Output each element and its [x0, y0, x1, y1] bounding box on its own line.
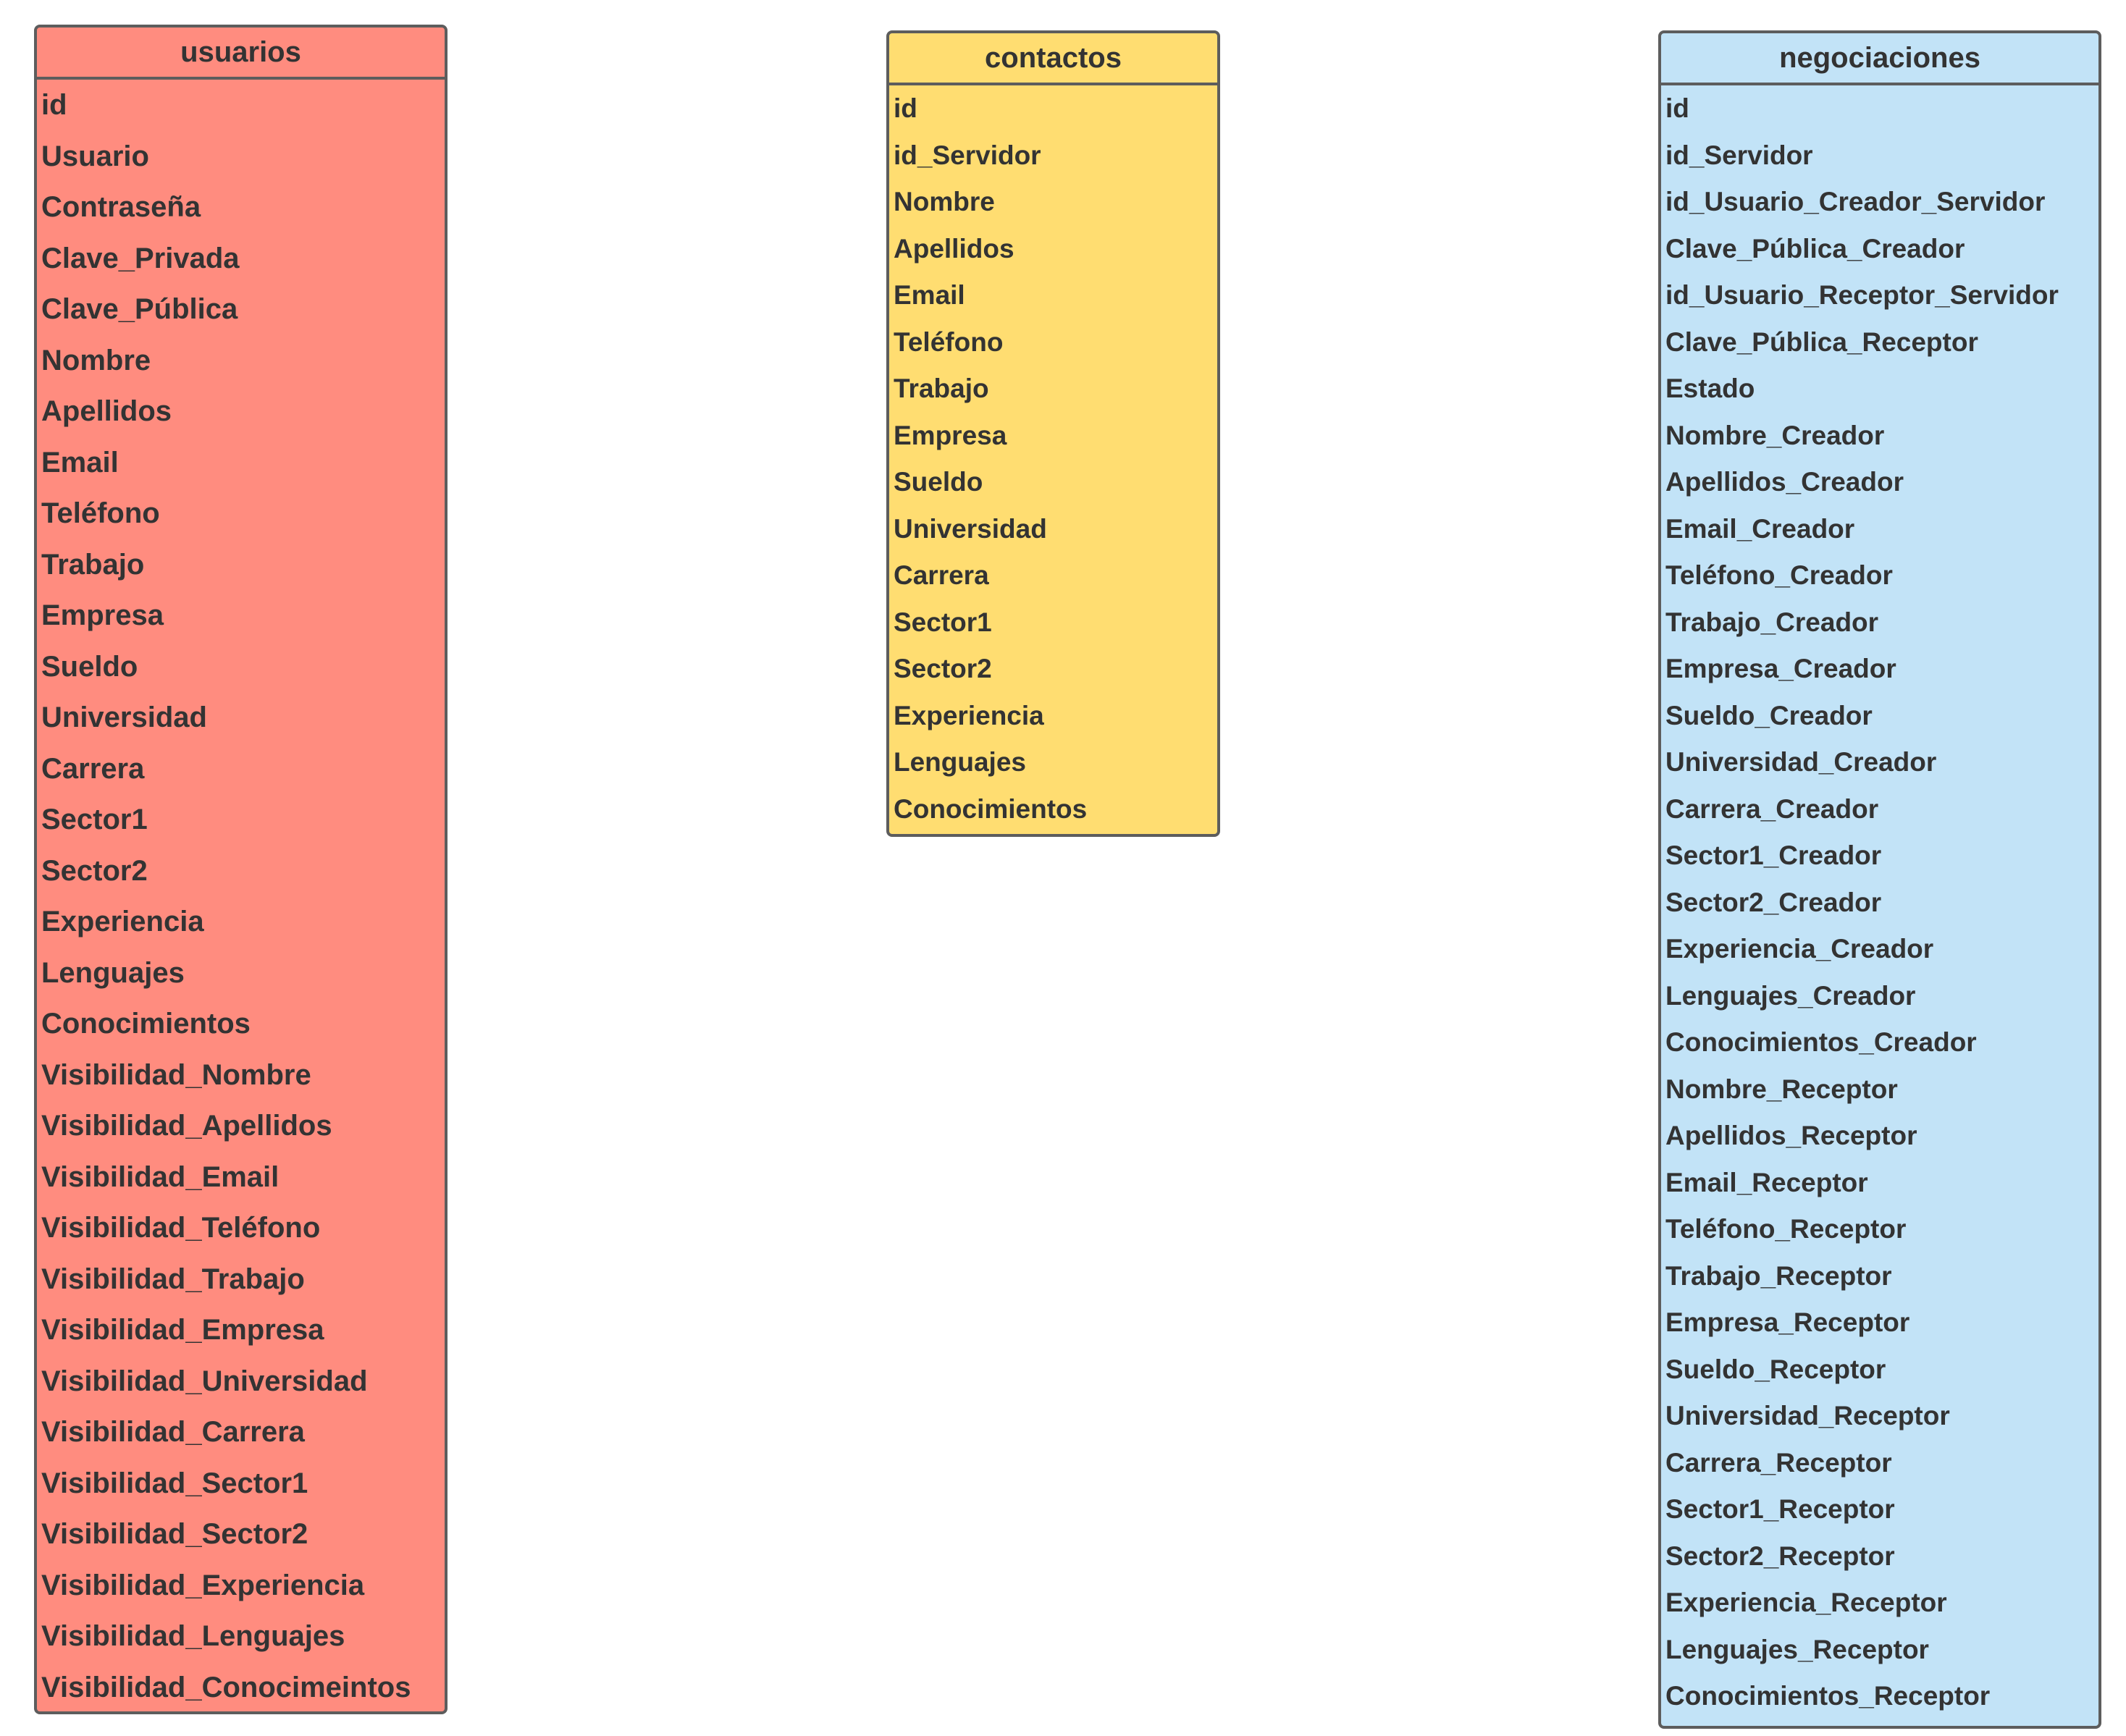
entity-field: Empresa [41, 599, 164, 631]
entity-field: id [1665, 93, 1689, 123]
entity-field: Nombre_Receptor [1665, 1074, 1898, 1104]
entity-field: Apellidos_Creador [1665, 467, 1904, 497]
entity-field: Experiencia [41, 906, 204, 937]
entity-field: Sector2 [41, 854, 148, 887]
entity-field: Carrera [41, 752, 145, 785]
entity-field: id_Usuario_Receptor_Servidor [1665, 280, 2059, 310]
entity-field: Visibilidad_Lenguajes [41, 1620, 345, 1652]
entity-field: Conocimientos [41, 1008, 251, 1040]
entity-field: Carrera [894, 560, 989, 590]
entity-field: Trabajo_Creador [1665, 607, 1879, 637]
entity-field: Visibilidad_Trabajo [41, 1263, 305, 1295]
entity-field: Visibilidad_Sector1 [41, 1467, 308, 1499]
entity-field: Sueldo [894, 467, 983, 497]
entity-field: Sector2_Receptor [1665, 1541, 1895, 1571]
entity-field: Visibilidad_Sector2 [41, 1518, 308, 1550]
entity-field: Teléfono [41, 497, 160, 529]
entity-field: Trabajo [41, 548, 145, 581]
entity-field: Universidad_Creador [1665, 747, 1937, 777]
entity-title: usuarios [37, 28, 445, 80]
entity-field: Empresa_Creador [1665, 654, 1896, 683]
entity-field: Email_Creador [1665, 513, 1855, 544]
entity-field: Lenguajes_Receptor [1665, 1634, 1929, 1664]
entity-field: Email [894, 280, 965, 310]
entity-field: Universidad_Receptor [1665, 1401, 1950, 1430]
entity-field: Visibilidad_Empresa [41, 1314, 324, 1346]
entity-field: Estado [1665, 374, 1755, 403]
entity-field: id_Servidor [1665, 140, 1813, 170]
entity-field: Visibilidad_Teléfono [41, 1212, 321, 1244]
entity-field: Experiencia_Creador [1665, 934, 1934, 964]
entity-field: Sueldo_Receptor [1665, 1354, 1886, 1384]
entity-title: negociaciones [1661, 33, 2098, 85]
entity-field: id [894, 93, 917, 123]
entity-field: Sueldo_Creador [1665, 700, 1873, 730]
entity-field: Sector1 [41, 804, 148, 835]
entity-negociaciones[interactable]: negociaciones id id_Servidor id_Usuario_Cr… [1658, 30, 2101, 1729]
entity-field: Sector1_Receptor [1665, 1494, 1895, 1524]
entity-field: Conocimientos_Creador [1665, 1027, 1977, 1057]
entity-field: Visibilidad_Experiencia [41, 1569, 365, 1601]
entity-field: Empresa_Receptor [1665, 1307, 1910, 1337]
entity-field: Clave_Privada [41, 242, 240, 274]
entity-field-list: id id_Servidor id_Usuario_Creador_Servidor… [1661, 85, 2098, 1720]
entity-field: Universidad [41, 701, 207, 733]
entity-field: Teléfono [894, 326, 1004, 357]
entity-field: Clave_Pública_Creador [1665, 233, 1965, 264]
entity-field: Visibilidad_Apellidos [41, 1110, 332, 1142]
entity-field: Sueldo [41, 650, 138, 683]
entity-field: Experiencia_Receptor [1665, 1588, 1947, 1617]
entity-field: Experiencia [894, 700, 1044, 730]
entity-field: Sector1 [894, 607, 992, 637]
entity-field: id_Servidor [894, 140, 1041, 170]
entity-field: id [41, 89, 67, 121]
entity-field: Universidad [894, 513, 1047, 544]
entity-field: Apellidos [894, 233, 1014, 264]
entity-field: Apellidos_Receptor [1665, 1121, 1917, 1150]
entity-field: Teléfono_Receptor [1665, 1214, 1907, 1244]
entity-field: Nombre [41, 344, 151, 376]
entity-field: Clave_Pública_Receptor [1665, 326, 1978, 357]
entity-field: Trabajo_Receptor [1665, 1260, 1892, 1291]
entity-field: id_Usuario_Creador_Servidor [1665, 187, 2046, 216]
entity-field: Visibilidad_Conocimeintos [41, 1671, 411, 1703]
entity-field: Lenguajes [41, 956, 185, 989]
entity-field: Visibilidad_Universidad [41, 1365, 368, 1397]
entity-field: Conocimientos [894, 793, 1088, 824]
entity-field: Usuario [41, 140, 149, 172]
entity-field: Trabajo [894, 374, 989, 403]
entity-field: Empresa [894, 420, 1007, 450]
entity-field: Teléfono_Creador [1665, 560, 1893, 590]
entity-field: Nombre_Creador [1665, 420, 1885, 450]
entity-field: Visibilidad_Carrera [41, 1416, 305, 1448]
entity-field: Lenguajes_Creador [1665, 980, 1916, 1011]
entity-field: Conocimientos_Receptor [1665, 1681, 1991, 1711]
entity-title: contactos [889, 33, 1217, 85]
entity-field: Carrera_Receptor [1665, 1447, 1892, 1478]
entity-field: Visibilidad_Nombre [41, 1058, 311, 1091]
entity-field: Nombre [894, 187, 995, 216]
entity-field: Email_Receptor [1665, 1167, 1868, 1197]
entity-field: Apellidos [41, 395, 172, 427]
entity-field: Lenguajes [894, 747, 1026, 777]
entity-field: Sector2 [894, 654, 992, 683]
entity-field: Contraseña [41, 191, 201, 223]
entity-field: Sector2_Creador [1665, 887, 1882, 917]
entity-field: Email [41, 446, 119, 479]
entity-field: Visibilidad_Email [41, 1160, 280, 1193]
entity-field: Sector1_Creador [1665, 840, 1882, 870]
entity-field: Carrera_Creador [1665, 793, 1879, 824]
entity-field: Clave_Pública [41, 293, 238, 325]
